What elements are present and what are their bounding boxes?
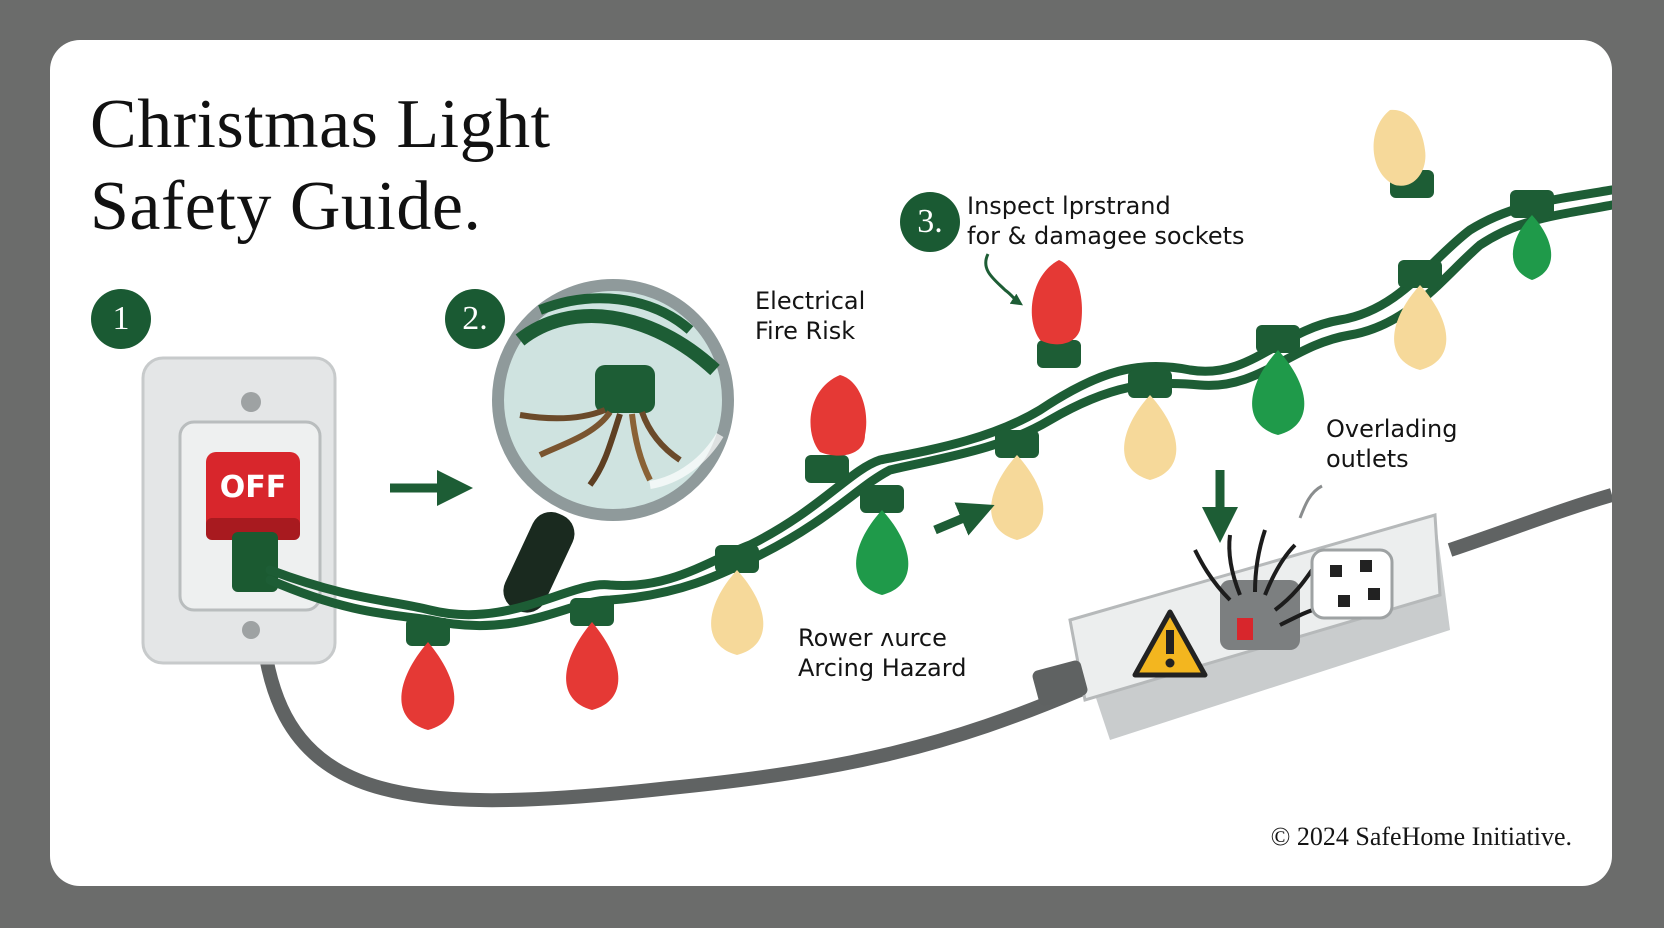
step-3-label-line-2: for & damagee sockets: [967, 222, 1245, 250]
bulb-green: [856, 485, 909, 595]
power-strip-cord: [1447, 488, 1612, 557]
power-cord: [253, 588, 1087, 808]
illustration: [141, 109, 1612, 808]
bulb-red: [805, 375, 867, 483]
fire-risk-label: Electrical Fire Risk: [755, 286, 865, 346]
bulb-green: [1510, 190, 1554, 280]
page-title: Christmas Light Safety Guide.: [90, 84, 551, 248]
bulb-yellow: [1373, 109, 1434, 198]
fire-risk-line-1: Electrical: [755, 287, 866, 315]
switch-off-label: OFF: [219, 470, 287, 505]
bulb-red: [1031, 260, 1082, 368]
fire-risk-line-2: Fire Risk: [755, 317, 856, 345]
bulb-yellow: [1394, 260, 1447, 370]
step-3-label: Inspect lprstrand for & damagee sockets: [967, 191, 1245, 251]
power-switch-icon: [141, 356, 337, 665]
light-bulbs: [401, 109, 1554, 730]
overloading-line-2: outlets: [1326, 445, 1409, 473]
overloading-line-1: Overlading: [1326, 415, 1458, 443]
step-3-label-line-1: Inspect lprstrand: [967, 192, 1171, 220]
bulb-red: [566, 598, 619, 710]
arcing-line-2: Arcing Hazard: [798, 654, 967, 682]
pointer-squiggle: [984, 253, 1023, 306]
bulb-yellow: [711, 545, 764, 655]
guide-card: Christmas Light Safety Guide. 1 2. 3. OF…: [50, 40, 1612, 886]
step-2-badge: 2.: [445, 289, 505, 349]
warning-icon: [1132, 609, 1208, 678]
step-1-badge: 1: [91, 289, 151, 349]
arcing-hazard-label: Rower ʌurce Arcing Hazard: [798, 623, 966, 683]
bulb-red: [401, 618, 455, 730]
bulb-yellow: [1124, 370, 1177, 480]
arrow-icon: [390, 470, 1238, 543]
pointer-squiggle: [1298, 484, 1323, 519]
title-line-1: Christmas Light: [90, 86, 551, 163]
outlet-icon: [1310, 548, 1394, 620]
bulb-yellow: [991, 430, 1044, 540]
power-strip: [1032, 513, 1450, 740]
title-line-2: Safety Guide.: [90, 168, 482, 245]
arcing-line-1: Rower ʌurce: [798, 624, 947, 652]
step-3-badge: 3.: [900, 192, 960, 252]
copyright-footer: © 2024 SafeHome Initiative.: [1270, 822, 1572, 851]
bulb-green: [1252, 325, 1305, 435]
magnifier-icon: [492, 279, 734, 613]
overloading-label: Overlading outlets: [1326, 414, 1457, 474]
